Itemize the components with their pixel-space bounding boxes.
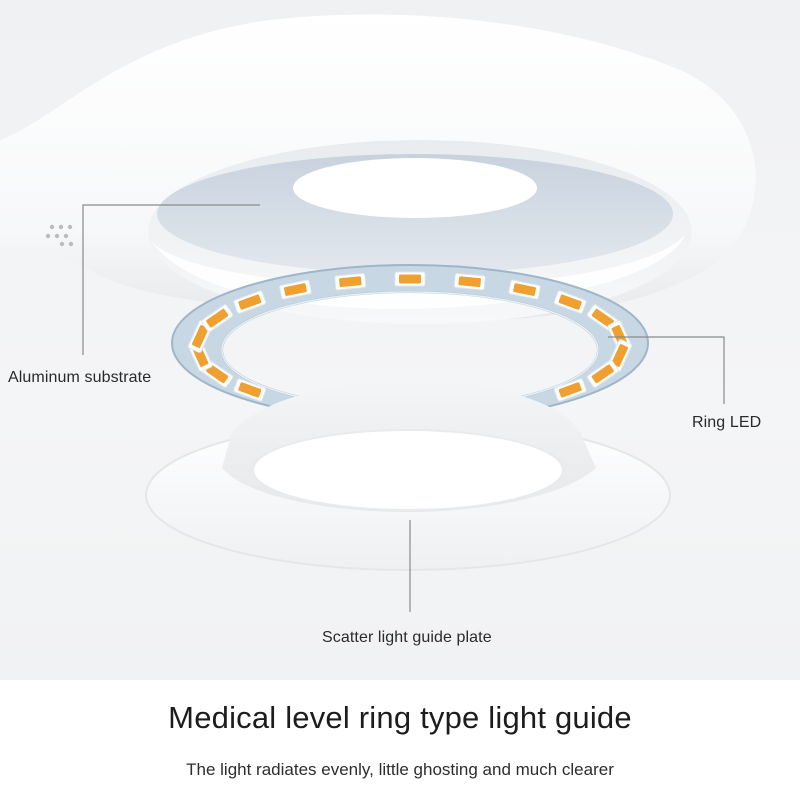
scatter-light-guide-plate (145, 380, 671, 571)
led-chip (553, 378, 587, 402)
ring-center-hole (293, 158, 537, 218)
product-illustration: Aluminum substrate Ring LED Scatter ligh… (0, 0, 800, 680)
leader-lines (82, 204, 725, 612)
led-chip-group (187, 271, 633, 402)
subline: The light radiates evenly, little ghosti… (186, 760, 614, 779)
led-chip (334, 273, 367, 291)
scatter-plate-label: Scatter light guide plate (322, 629, 492, 646)
lamp-head (0, 14, 756, 324)
ring-led-label: Ring LED (692, 414, 762, 431)
led-chip (279, 279, 312, 300)
led-chip (586, 359, 619, 388)
led-chip (394, 271, 426, 287)
led-chip (453, 273, 486, 291)
headline: Medical level ring type light guide (168, 700, 632, 735)
caption-panel: Medical level ring type light guide The … (0, 680, 800, 800)
led-chip (201, 304, 234, 333)
vent-dots (45, 224, 74, 247)
exploded-lamp-diagram (0, 14, 756, 612)
led-chip (233, 378, 267, 402)
led-chip (508, 279, 541, 300)
aluminum-substrate-label: Aluminum substrate (8, 369, 152, 386)
led-chip (233, 290, 267, 314)
led-chip (553, 290, 587, 314)
